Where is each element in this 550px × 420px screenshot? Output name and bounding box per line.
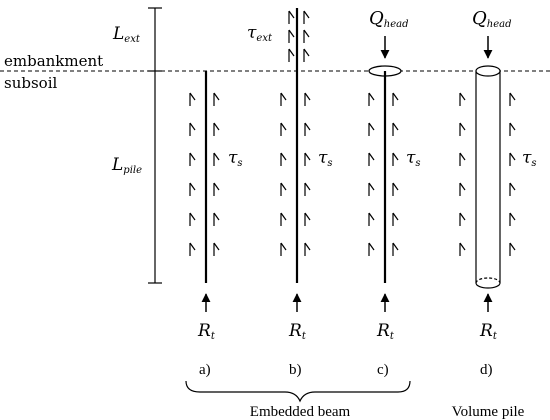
l-pile-label: Lpile	[111, 155, 142, 176]
pile-d: Qhead τs Rt d)	[459, 8, 537, 378]
r-t-label-b: Rt	[288, 321, 307, 342]
embankment-label: embankment	[4, 52, 103, 70]
group-brace	[185, 380, 411, 403]
volume-pile-caption: Volume pile	[452, 404, 525, 420]
r-t-label-c: Rt	[376, 321, 395, 342]
embedded-beam-caption: Embedded beam	[250, 404, 351, 420]
case-label-c: c)	[377, 362, 389, 378]
pile-b: τext τs Rt b)	[247, 8, 333, 378]
q-head-label-c: Qhead	[369, 8, 409, 30]
q-head-label-d: Qhead	[472, 8, 512, 30]
shaft-friction-marks-a	[189, 92, 220, 257]
shaft-friction-marks-c	[368, 92, 399, 257]
tau-s-label-d: τs	[522, 148, 537, 169]
pile-c: Qhead τs Rt c)	[368, 8, 421, 378]
shaft-friction-marks-b	[280, 92, 311, 257]
extension-friction-marks-b	[288, 10, 310, 63]
volume-pile-cylinder	[475, 65, 501, 289]
subsoil-label: subsoil	[4, 74, 57, 92]
pile-a: τs Rt a)	[189, 71, 243, 378]
case-label-b: b)	[289, 362, 302, 378]
tau-s-label-b: τs	[318, 148, 333, 169]
r-t-label-d: Rt	[479, 321, 498, 342]
r-t-label-a: Rt	[197, 321, 216, 342]
case-label-a: a)	[199, 362, 211, 378]
l-ext-label: Lext	[112, 24, 141, 45]
shaft-friction-marks-d	[459, 92, 516, 257]
case-label-d: d)	[480, 362, 493, 378]
tau-s-label-c: τs	[406, 148, 421, 169]
tau-s-label-a: τs	[228, 148, 243, 169]
tau-ext-label: τext	[247, 23, 273, 44]
dimension-line	[148, 7, 162, 284]
